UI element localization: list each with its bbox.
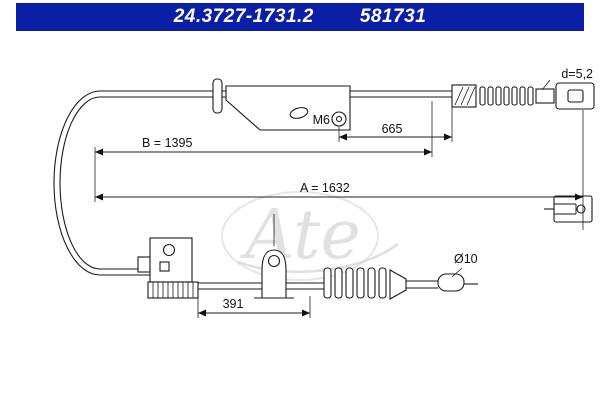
cable-clamp (212, 78, 223, 114)
rear-bracket (137, 237, 199, 299)
dimension-lines (94, 79, 584, 318)
ref-number-label: 581731 (359, 6, 427, 27)
boot-taper (389, 269, 407, 300)
slot-hole (289, 107, 309, 119)
adjuster-housing (212, 78, 351, 131)
ate-watermark: Ate (221, 191, 399, 281)
groove-pattern (152, 282, 194, 298)
mount-bracket (254, 214, 294, 299)
label-dia10: Ø10 (454, 252, 478, 266)
boot-bellows (323, 267, 465, 300)
label-665: 665 (382, 122, 403, 136)
bracket-square-hole (159, 261, 170, 272)
bracket-hole (162, 243, 176, 257)
bracket-tab (137, 256, 151, 273)
dia10-leader (451, 267, 463, 278)
label-b-1395: B = 1395 (142, 136, 192, 150)
clevis-hole (576, 204, 586, 214)
part-number-label: 24.3727-1731.2 (173, 6, 314, 27)
label-391: 391 (223, 297, 244, 311)
label-m6: M6 (313, 113, 330, 127)
label-a-1632: A = 1632 (300, 181, 350, 195)
cable-inner-loop (59, 96, 226, 270)
cable-outer-loop (53, 90, 226, 276)
dimension-labels: d=5,2 665 B = 1395 A = 1632 M6 Ø10 391 (142, 67, 593, 311)
hatch-pattern (454, 86, 476, 106)
fitting-slot (567, 89, 584, 103)
header-bar: 24.3727-1731.2 581731 (16, 3, 584, 31)
label-d52: d=5,2 (561, 67, 593, 81)
watermark-text: Ate (239, 196, 360, 275)
clevis-part (544, 195, 593, 223)
cable-end-barrel (437, 273, 465, 292)
cable-runs (53, 90, 478, 290)
top-end-fitting (451, 82, 595, 110)
m6-eyelet (331, 111, 347, 127)
mount-hole (267, 254, 281, 268)
d52-leader (541, 79, 551, 91)
